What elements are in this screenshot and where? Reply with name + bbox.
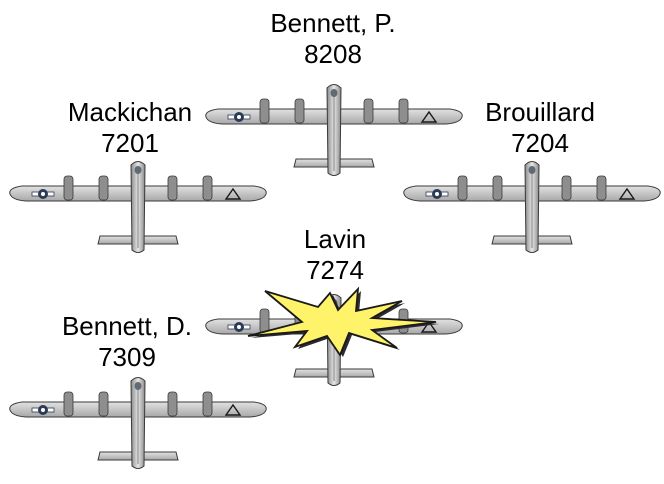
aircraft-name: Mackichan [67,97,193,127]
label-lavin: Lavin 7274 [250,224,420,286]
explosion-icon [247,286,439,357]
bomber-bennett-p [205,83,463,177]
aircraft-number: 7274 [306,255,364,285]
aircraft-name: Lavin [303,224,367,254]
label-bennett-p: Bennett, P. 8208 [228,8,438,70]
label-bennett-d: Bennett, D. 7309 [22,311,232,373]
aircraft-number: 7309 [98,342,156,372]
aircraft-name: Brouillard [485,97,595,127]
aircraft-name: Bennett, D. [61,311,193,341]
bomber-bennett-d [9,376,267,470]
label-brouillard: Brouillard 7204 [440,97,640,159]
aircraft-name: Bennett, P. [270,8,396,38]
aircraft-number: 8208 [304,39,362,69]
label-mackichan: Mackichan 7201 [30,97,230,159]
aircraft-number: 7201 [101,128,159,158]
bomber-mackichan [9,160,267,254]
bomber-brouillard [403,160,661,254]
aircraft-number: 7204 [511,128,569,158]
